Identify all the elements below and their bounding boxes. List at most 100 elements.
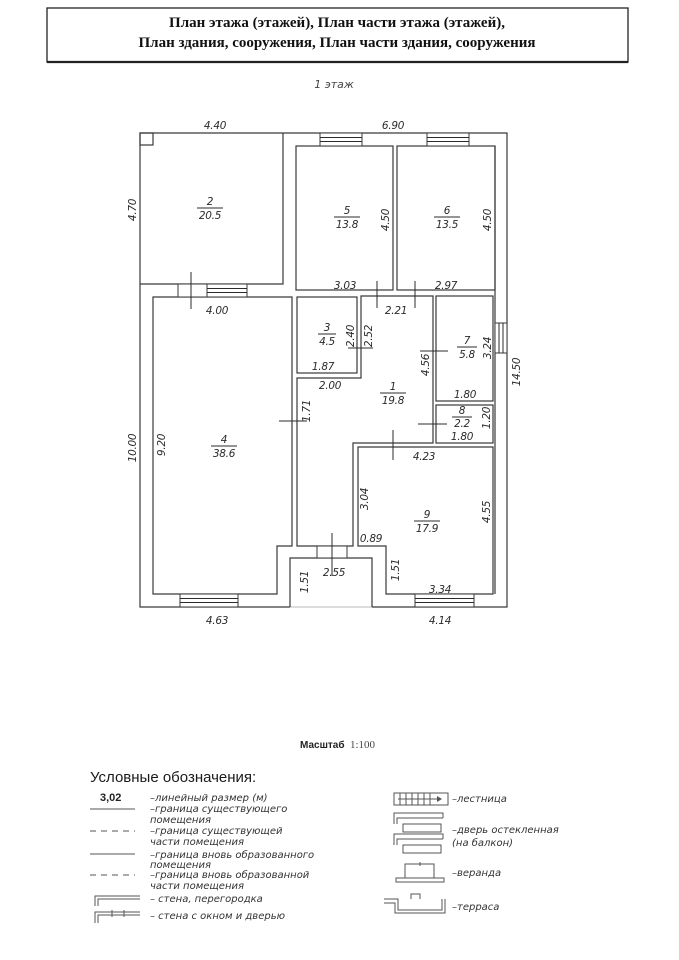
legend-item-text: помещения [150,860,211,871]
dimension-label: 4.50 [482,208,494,231]
dimension-label: 14.50 [511,357,523,386]
dimension-label: 4.23 [413,451,435,463]
room-label-5: 5 13.8 [334,205,360,231]
dimension-label: 4.70 [127,198,139,221]
dimension-label: 4.14 [429,615,451,627]
dimension-label: 2.52 [363,324,375,347]
dimension-label: 3.04 [359,488,371,510]
legend-item-text: помещения [150,815,211,826]
dimension-label: 2.21 [385,305,407,317]
room-3-outline [296,296,358,374]
dimension-label: 2.40 [345,324,357,347]
wall-window-door-symbol [94,910,140,923]
legend-item-text: –дверь остекленная [452,825,559,836]
room-number: 8 [459,405,466,417]
room-number: 4 [221,434,227,446]
room-area: 19.8 [382,395,405,407]
window-room-5 [319,132,363,147]
legend-item-text: –граница существующего [150,804,287,815]
room-number: 2 [207,196,214,208]
room-4-outline [152,296,293,595]
legend-item-text: части помещения [150,881,244,892]
legend-item-text: –веранда [452,868,501,879]
dimension-label: 4.63 [206,615,228,627]
room-label-3: 3 4.5 [318,322,336,348]
dimensions: 4.40 6.90 4.70 4.50 4.50 3.03 2.97 4.00 … [127,120,523,627]
floor-label: 1 этаж [314,78,354,91]
window-room-4 [179,593,239,608]
room-area: 2.2 [454,418,470,430]
legend-item-text: –граница вновь образованного [150,849,314,861]
header-title-line1: План этажа (этажей), План части этажа (э… [169,15,505,31]
veranda-symbol [395,862,445,883]
dimension-label: 1.51 [299,571,311,593]
room-area: 13.5 [436,219,459,231]
room-7-outline [435,295,494,402]
dimension-label: 4.55 [481,500,493,523]
room-label-2: 2 20.5 [197,196,223,222]
legend-item-text: –граница вновь образованной [150,869,310,881]
legend-item-text: – стена, перегородка [150,894,263,905]
window-room-7 [494,322,508,354]
room-label-7: 7 5.8 [457,335,477,361]
legend: Условные обозначения: 3,02 –линейный раз… [90,769,559,923]
stairs-symbol [393,792,449,806]
legend-item-text: части помещения [150,837,244,848]
scale-value: 1:100 [350,739,376,751]
room-number: 3 [324,322,330,334]
room-area: 38.6 [213,448,236,460]
header-box: План этажа (этажей), План части этажа (э… [46,7,629,64]
legend-item-text: –лестница [452,794,507,805]
door-markers [190,272,448,576]
dimension-label: 4.40 [204,120,227,132]
room-area: 17.9 [416,523,439,535]
room-area: 5.8 [459,349,475,361]
dimension-label: 1.51 [390,559,402,581]
room-area: 20.5 [199,210,222,222]
dimension-label: 3.34 [429,584,451,596]
room-9-outline [357,446,494,595]
dimension-label: 0.89 [360,533,383,545]
room-number: 7 [464,335,471,347]
room-label-6: 6 13.5 [434,205,460,231]
legend-sample-dimension: 3,02 [100,792,121,804]
legend-item-text: –граница существующей [150,826,283,837]
terrace-symbol [384,893,446,914]
dimension-label: 2.00 [319,380,342,392]
room-number: 1 [390,381,396,393]
room-label-8: 8 2.2 [452,405,472,430]
dimension-label: 4.00 [206,305,229,317]
dimension-label: 1.80 [454,389,477,401]
room-number: 9 [424,509,431,521]
dimension-label: 3.24 [482,337,494,359]
door-room-2-4 [177,283,208,298]
window-room-9 [414,593,475,608]
legend-item-text: –терраса [452,902,499,913]
dimension-label: 1.71 [301,400,313,422]
dimension-label: 4.56 [420,353,432,376]
window-room-6 [426,132,470,147]
room-area: 4.5 [319,336,335,348]
legend-item-text: –линейный размер (м) [150,793,268,804]
legend-title: Условные обозначения: [90,769,256,786]
dimension-label: 3.03 [334,280,356,292]
dimension-label: 1.20 [481,406,493,429]
room-label-9: 9 17.9 [414,509,440,535]
window-room-2-4 [206,283,248,298]
dimension-label: 1.87 [312,361,335,373]
dimension-label: 10.00 [127,433,139,462]
dimension-label: 2.55 [323,567,346,579]
room-labels: 1 19.8 2 20.5 3 4.5 4 38.6 5 13.8 6 13.5 [197,196,477,535]
header-frame [46,7,629,63]
room-area: 13.8 [336,219,359,231]
room-label-1: 1 19.8 [380,381,406,407]
dimension-label: 1.80 [451,431,474,443]
dimension-label: 9.20 [156,433,168,456]
dimension-label: 2.97 [435,280,458,292]
room-label-4: 4 38.6 [211,434,237,460]
dimension-label: 6.90 [382,120,405,132]
header-title-line2: План здания, сооружения, План части здан… [138,35,535,51]
room-number: 5 [344,205,351,217]
